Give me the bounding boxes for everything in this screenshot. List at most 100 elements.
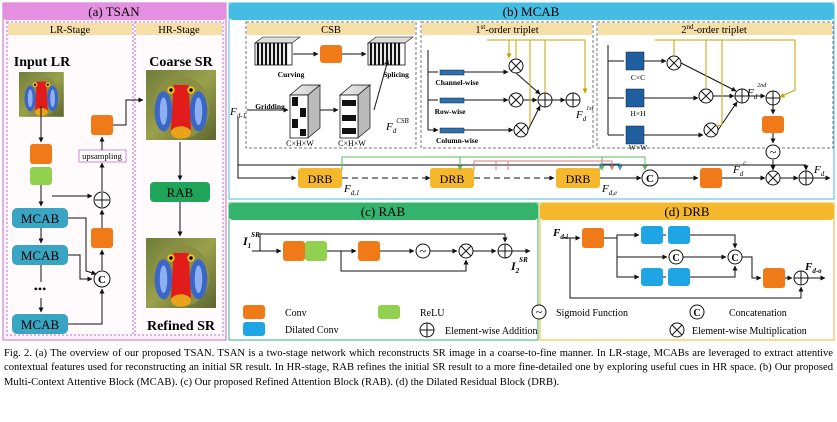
rab-block-label: RAB <box>167 185 194 200</box>
panel-tsan: (a) TSAN LR-Stage HR-Stage Input LR Coar… <box>2 2 227 341</box>
mcab-block-1-label: MCAB <box>21 211 60 226</box>
dilated-conv-block <box>641 226 663 244</box>
drb-block-3 <box>556 168 600 188</box>
svg-text:Fd1st: Fd1st <box>575 106 594 123</box>
second-order-label: 2nd-order triplet <box>681 23 747 36</box>
dilated-conv-block <box>668 268 690 286</box>
lr-stage-label: LR-Stage <box>50 25 91 36</box>
first-order-region <box>420 21 594 149</box>
f-c-label: Fdc <box>732 159 747 178</box>
svg-text:Fdc: Fdc <box>732 159 747 178</box>
legend-multiply-label: Element-wise Multiplication <box>692 326 807 337</box>
wxw-label: W×W <box>629 143 648 152</box>
channel-wise-vector <box>439 69 465 76</box>
f-in-label: Fd-1 <box>229 106 246 120</box>
conv-block <box>582 228 604 248</box>
svg-text:Fd2nd: Fd2nd <box>746 83 767 101</box>
mcab-block-1 <box>12 208 68 228</box>
figure-caption: Fig. 2. (a) The overview of our proposed… <box>4 347 833 390</box>
gridding-cube <box>289 84 321 139</box>
legend: Conv ReLU Dilated Conv Element-wise Addi… <box>243 304 807 338</box>
curving-label: Curving <box>278 70 305 79</box>
panel-mcab: (b) MCAB CSB Curving Splicing Gridding <box>228 2 835 200</box>
f-2nd-label: Fd2nd <box>746 83 767 101</box>
rab-block <box>150 182 210 202</box>
f-1st-label: Fd1st <box>575 106 594 123</box>
tsan-title: (a) TSAN <box>88 4 140 19</box>
conv-block <box>91 115 113 135</box>
refined-sr-image <box>146 238 216 308</box>
drb-header <box>540 203 834 220</box>
legend-relu-label: ReLU <box>420 308 445 319</box>
rab-header <box>229 203 538 220</box>
row-wise-label: Row-wise <box>435 107 466 116</box>
mcab-title: (b) MCAB <box>503 4 560 19</box>
hxh-matrix <box>625 88 645 108</box>
lr-stage-header <box>8 23 132 35</box>
coarse-sr-image <box>146 70 216 140</box>
legend-conv-label: Conv <box>285 308 307 319</box>
legend-dilated-conv-label: Dilated Conv <box>285 325 339 336</box>
drb-f-out-label: Fd-o <box>804 261 822 275</box>
conv-block <box>358 241 380 261</box>
conv-block <box>763 268 785 288</box>
legend-concat-symbol <box>689 304 705 320</box>
svg-text:Fd: Fd <box>813 164 825 178</box>
legend-conv-swatch <box>243 305 265 319</box>
svg-text:Fd-i: Fd-i <box>552 227 568 241</box>
drb-block-1 <box>298 168 342 188</box>
conv-block <box>700 168 722 188</box>
rab-title: (c) RAB <box>361 204 406 219</box>
upsampling-label: upsampling <box>82 151 122 161</box>
conv-block <box>762 116 784 133</box>
conv-block <box>91 228 113 248</box>
conv-block <box>320 45 342 63</box>
sigmoid-node-symbol: ~ <box>770 145 777 159</box>
wxw-matrix <box>625 125 645 145</box>
drb-block-1-label: DRB <box>308 172 333 186</box>
dilated-conv-block <box>668 226 690 244</box>
f-out-label: Fd <box>813 164 825 178</box>
legend-sigmoid-glyph: ~ <box>536 305 543 319</box>
conv-block <box>283 241 305 261</box>
svg-text:I2SR: I2SR <box>510 256 528 275</box>
relu-block <box>305 241 327 261</box>
column-wise-vector <box>439 127 465 134</box>
svg-text:Fd,e: Fd,e <box>601 183 617 197</box>
i2-label: I2SR <box>510 256 528 275</box>
panel-rab: (c) RAB I1SR ~ I2SR <box>228 202 539 341</box>
coarse-sr-label: Coarse SR <box>149 55 213 70</box>
svg-text:Fd-1: Fd-1 <box>229 106 246 120</box>
tsan-header <box>3 3 226 20</box>
i1-label: I1SR <box>242 231 260 250</box>
drb-f-in-label: Fd-i <box>552 227 568 241</box>
cube <box>339 84 371 139</box>
concat-node <box>93 270 111 288</box>
mcab-block-n <box>12 314 68 334</box>
mcab-ellipsis: ••• <box>34 282 47 296</box>
tsan-figure: (a) TSAN LR-Stage HR-Stage Input LR Coar… <box>2 2 835 341</box>
hr-stage-header <box>136 23 222 35</box>
hxh-label: H×H <box>630 109 646 118</box>
legend-relu-swatch <box>378 305 400 319</box>
concat-node-symbol: C <box>731 253 738 264</box>
legend-dilated-conv-swatch <box>243 322 265 336</box>
drb-block-2-label: DRB <box>440 172 465 186</box>
panel-drb: (d) DRB Fd-i C C Fd-o <box>539 202 835 341</box>
cube-dims-2: C×H×W <box>338 139 366 148</box>
cxc-matrix <box>625 51 645 71</box>
input-lr-label: Input LR <box>14 55 71 70</box>
legend-concat-label: Concatenation <box>729 308 787 319</box>
drb-title: (d) DRB <box>664 204 709 219</box>
f-d1-label: Fd,1 <box>343 183 359 197</box>
gridding-label: Gridding <box>255 102 285 111</box>
concat-node-symbol: C <box>98 274 106 286</box>
svg-text:FdCSB: FdCSB <box>385 117 409 135</box>
splicing-label: Splicing <box>383 70 409 79</box>
conv-block <box>30 144 52 164</box>
row-wise-vector <box>439 97 465 104</box>
splicing-slices <box>367 36 414 66</box>
second-order-header <box>598 23 832 35</box>
legend-concat-glyph: C <box>693 308 700 319</box>
drb-block-3-label: DRB <box>566 172 591 186</box>
